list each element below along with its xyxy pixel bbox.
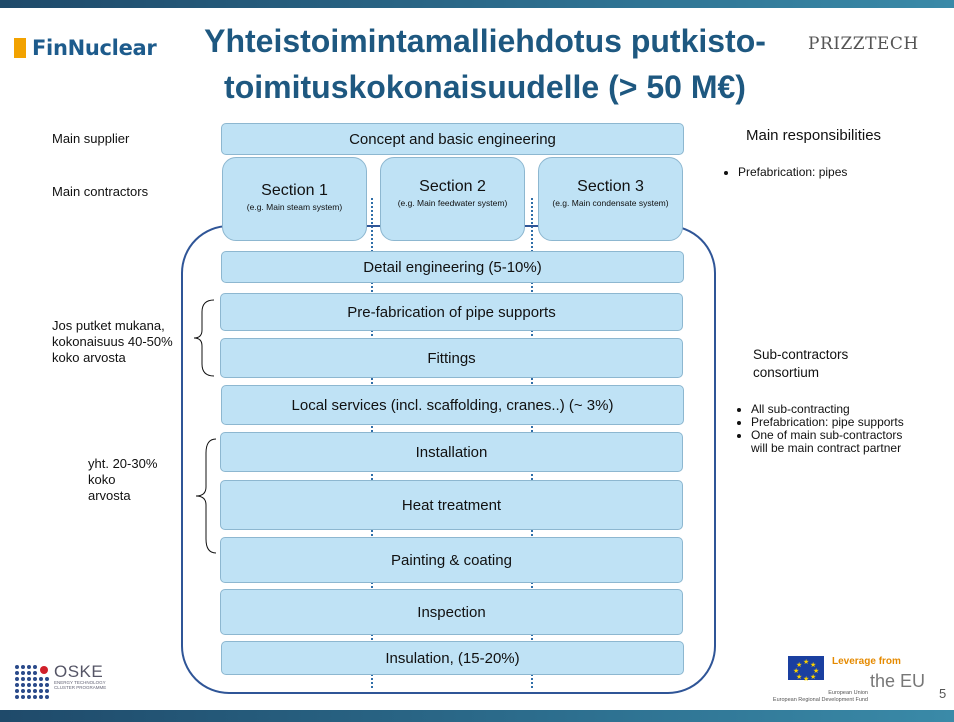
box-heat-treatment: Heat treatment (220, 480, 683, 530)
oske-logo: OSKE ENERGY TECHNOLOGY CLUSTER PROGRAMME (14, 662, 106, 709)
eu-fund-text: European Regional Development Fund (772, 697, 868, 703)
box-inspection: Inspection (220, 589, 683, 635)
oske-logo-text: OSKE (54, 662, 104, 681)
oske-sub-line2: CLUSTER PROGRAMME (54, 685, 107, 690)
slide-title: Yhteistoimintamalliehdotus putkisto- toi… (165, 18, 805, 110)
section-3-title: Section 3 (577, 178, 644, 195)
finnuclear-logo-text: FinNuclear (32, 36, 157, 60)
oske-sub-line1: ENERGY TECHNOLOGY (54, 680, 106, 685)
brace-left-upper (193, 299, 215, 377)
slide-title-line2: toimituskokonaisuudelle (> 50 M€) (224, 69, 746, 105)
section-2-title: Section 2 (419, 178, 486, 195)
box-local-services: Local services (incl. scaffolding, crane… (221, 385, 684, 425)
section-3-sub: (e.g. Main condensate system) (552, 198, 669, 208)
label-jos-putket: Jos putket mukana, kokonaisuus 40-50% ko… (52, 318, 173, 365)
label-main-contractors: Main contractors (52, 184, 149, 199)
label-main-responsibilities: Main responsibilities (746, 127, 882, 144)
section-2-sub: (e.g. Main feedwater system) (397, 198, 508, 208)
prizztech-logo: PRIZZTECH (808, 34, 919, 54)
bottom-accent-bar (0, 710, 954, 722)
box-installation: Installation (220, 432, 683, 472)
box-fittings: Fittings (220, 338, 683, 378)
page-number: 5 (939, 686, 947, 701)
bullet-prefab-pipe-supports: Prefabrication: pipe supports (751, 416, 921, 429)
list-main-responsibilities: Prefabrication: pipes (722, 166, 938, 179)
finnuclear-logo: FinNuclear (14, 36, 157, 60)
box-painting-coating: Painting & coating (220, 537, 683, 583)
slide-title-line1: Yhteistoimintamalliehdotus putkisto- (204, 23, 766, 59)
label-sub-contractors-consortium: Sub-contractors consortium (753, 347, 849, 380)
finnuclear-logo-square (14, 38, 26, 58)
brace-left-lower (195, 438, 217, 554)
bullet-prefab-pipes: Prefabrication: pipes (738, 166, 938, 179)
box-section-2: Section 2 (e.g. Main feedwater system) (380, 157, 525, 241)
box-prefab-pipe-supports: Pre-fabrication of pipe supports (220, 293, 683, 331)
box-section-3: Section 3 (e.g. Main condensate system) (538, 157, 683, 241)
eu-leverage-text: Leverage from (832, 656, 901, 667)
eu-the-eu-text: the EU (870, 671, 926, 691)
list-subcontractor-notes: All sub-contracting Prefabrication: pipe… (735, 403, 921, 455)
section-1-sub: (e.g. Main steam system) (246, 202, 343, 212)
label-main-supplier: Main supplier (52, 131, 130, 146)
top-accent-bar (0, 0, 954, 8)
bullet-all-subcontracting: All sub-contracting (751, 403, 921, 416)
box-section-1: Section 1 (e.g. Main steam system) (222, 157, 367, 241)
section-1-title: Section 1 (261, 182, 328, 199)
oske-logo-subtitle: ENERGY TECHNOLOGY CLUSTER PROGRAMME (54, 680, 114, 690)
bullet-main-contract-partner: One of main sub-contractors will be main… (751, 429, 921, 455)
label-yht: yht. 20-30% koko arvosta (88, 456, 158, 503)
oske-dot-grid-icon (15, 665, 49, 699)
box-insulation: Insulation, (15-20%) (221, 641, 684, 675)
eu-flag-icon: ★★★ ★★★ ★★ (788, 656, 824, 683)
box-detail-engineering: Detail engineering (5-10%) (221, 251, 684, 283)
eu-union-text: European Union (828, 690, 868, 696)
box-concept-basic-engineering: Concept and basic engineering (221, 123, 684, 155)
